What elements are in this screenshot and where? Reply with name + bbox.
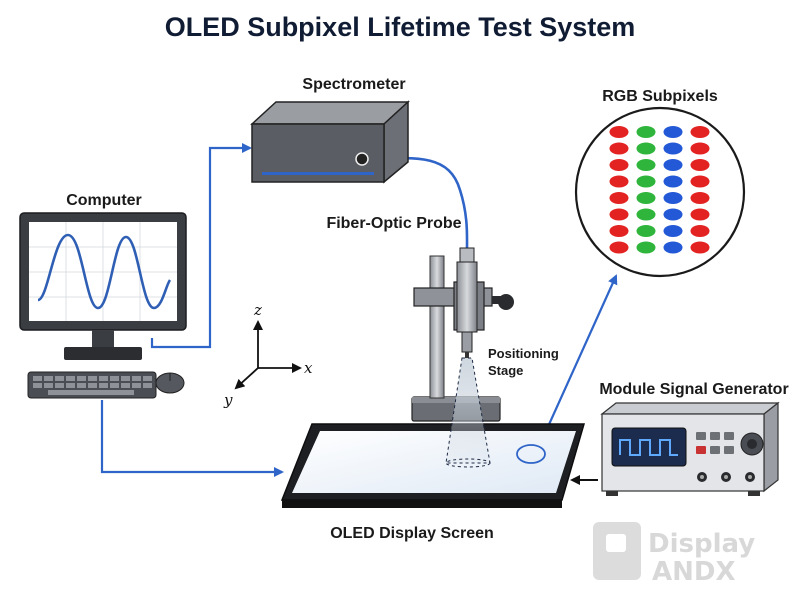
computer-to-display-link [100,400,284,477]
green-subpixel [636,225,656,237]
xyz-axes [234,320,302,390]
green-subpixel [636,142,656,155]
spectrometer-device [250,100,410,184]
signal-generator-device [600,401,780,496]
green-subpixel [636,208,656,221]
computer-label: Computer [66,192,142,209]
mouse [155,372,185,394]
blue-subpixel [663,159,683,171]
green-subpixel [636,159,656,171]
y-axis-label: y [223,391,233,409]
green-subpixel [636,192,656,204]
watermark-text-line1: Display [648,529,755,559]
blue-subpixel [663,208,683,221]
computer-to-spectrometer-link [150,143,252,349]
blue-subpixel [663,225,683,237]
red-subpixel [609,225,629,237]
x-axis-label: x [304,359,313,377]
red-subpixel [690,126,710,138]
oled-display-screen [280,423,585,508]
red-subpixel [609,175,629,188]
rgb-subpixel-view [574,106,746,278]
diagram-title: OLED Subpixel Lifetime Test System [165,12,636,42]
measurement-spot [516,444,546,464]
red-subpixel [609,208,629,221]
monitor-waveform [37,233,172,310]
blue-subpixel [663,142,683,155]
red-subpixel [609,241,629,254]
green-subpixel [636,126,656,138]
watermark-text-line2: ANDX [652,557,736,587]
positioning-stage-label-line2: Stage [488,363,523,378]
computer-monitor [19,212,187,360]
rgb-subpixels-label: RGB Subpixels [602,88,718,105]
green-subpixel [636,175,656,188]
blue-subpixel [663,126,683,138]
red-subpixel [609,142,629,155]
spectrometer-label: Spectrometer [302,76,405,93]
square-wave-display [619,439,678,456]
red-subpixel [690,192,710,204]
watermark-logo: Display ANDX [593,522,755,587]
positioning-stage-label-line1: Positioning [488,346,559,361]
subpixel-grid [609,126,710,254]
red-subpixel [690,159,710,171]
zoom-pointer-line [540,274,618,441]
fiber-optic-probe [456,247,478,358]
blue-subpixel [663,175,683,188]
red-subpixel [690,241,710,254]
red-subpixel [690,175,710,188]
z-axis-label: z [253,301,262,319]
red-subpixel [609,192,629,204]
blue-subpixel [663,241,683,254]
red-subpixel [690,142,710,155]
green-subpixel [636,241,656,254]
fiber-probe-label: Fiber-Optic Probe [326,215,461,232]
blue-subpixel [663,192,683,204]
red-subpixel [690,208,710,221]
red-subpixel [609,159,629,171]
keyboard [27,371,157,399]
signal-generator-label: Module Signal Generator [599,381,788,398]
red-subpixel [690,225,710,237]
red-subpixel [609,126,629,138]
display-label: OLED Display Screen [330,525,494,542]
